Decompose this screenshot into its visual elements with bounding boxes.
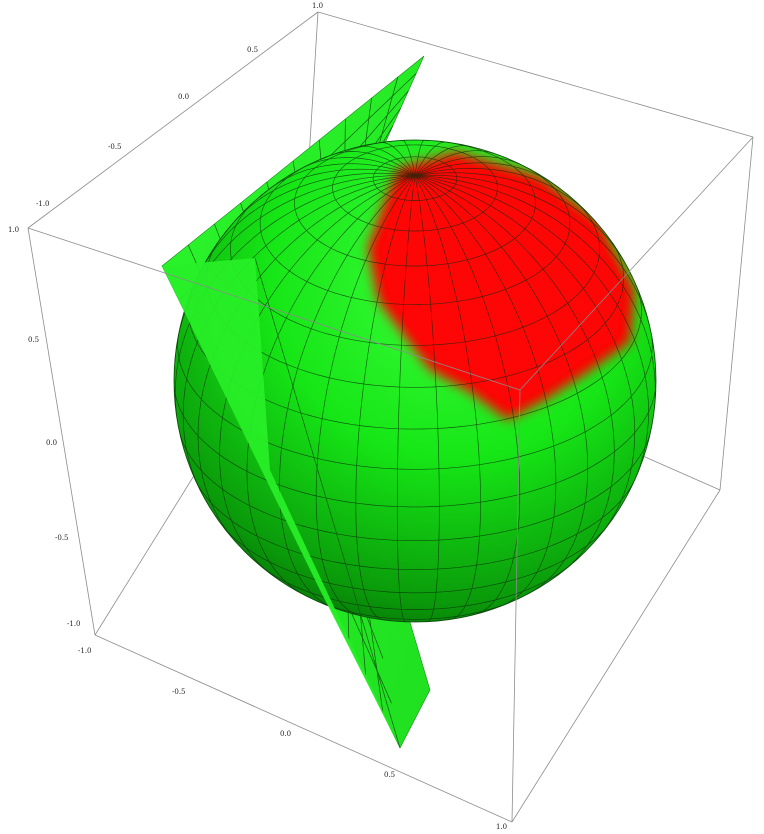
mesh-line <box>299 157 416 176</box>
tick-label: 1.0 <box>8 226 19 234</box>
tick-label: -1.0 <box>36 200 50 208</box>
mesh-line <box>414 175 615 577</box>
mesh-line <box>414 175 481 620</box>
mesh-line <box>414 140 425 176</box>
mesh-line <box>414 175 636 544</box>
tick-label: 0.0 <box>178 93 189 101</box>
mesh-line <box>414 150 501 176</box>
bounding-box-front <box>27 136 754 823</box>
mesh-line <box>224 168 416 234</box>
tick-label: 0.5 <box>247 46 258 54</box>
tick-label: -1.0 <box>67 620 81 628</box>
plane-front-wedge <box>162 257 401 749</box>
mesh-line <box>414 175 440 622</box>
tick-label: 0.0 <box>46 439 57 447</box>
mesh-line <box>315 175 416 617</box>
mesh-line <box>414 175 557 608</box>
mesh-line <box>326 151 416 176</box>
mesh-line <box>192 472 639 570</box>
axis-left-ticks: 1.0 0.5 0.0 -0.5 -1.0 <box>8 226 81 628</box>
mesh-line <box>414 175 649 493</box>
mesh-line <box>414 168 598 224</box>
sphere <box>173 139 657 623</box>
mesh-line <box>379 142 416 176</box>
mesh-line <box>279 175 416 609</box>
mesh-line <box>401 140 416 176</box>
tick-label: -1.0 <box>78 647 92 655</box>
mesh-line <box>259 163 416 197</box>
mesh-line <box>192 172 416 289</box>
axis-top-ticks: 1.0 0.5 0.0 -0.5 -1.0 <box>36 2 323 208</box>
tick-label: -0.5 <box>55 534 69 542</box>
mesh-line <box>414 162 561 190</box>
tick-label: -0.5 <box>172 688 186 696</box>
mesh-line <box>414 174 654 347</box>
mesh-line <box>355 175 416 621</box>
mesh-line <box>414 172 632 276</box>
mesh-line <box>414 156 528 176</box>
tick-label: 0.5 <box>28 336 39 344</box>
tick-label: 0.0 <box>280 730 291 738</box>
mesh-line <box>174 377 656 508</box>
mesh-line <box>396 175 416 622</box>
tick-label: 1.0 <box>496 823 507 831</box>
tick-label: -0.5 <box>108 143 122 151</box>
mesh-line <box>414 141 448 176</box>
mesh-line <box>252 558 578 610</box>
mesh-line <box>214 515 613 594</box>
mesh-line <box>414 175 656 433</box>
tick-label: 1.0 <box>312 2 323 10</box>
mesh-line <box>177 328 653 470</box>
mesh-line <box>414 175 589 597</box>
tick-label: 0.5 <box>384 771 395 779</box>
axis-bottom-ticks: -1.0 -0.5 0.0 0.5 1.0 <box>78 647 507 831</box>
mesh-line <box>414 145 474 176</box>
mesh-line <box>414 175 521 616</box>
mesh-line <box>178 425 653 542</box>
mesh-line <box>353 146 416 176</box>
mesh-line <box>188 277 642 430</box>
